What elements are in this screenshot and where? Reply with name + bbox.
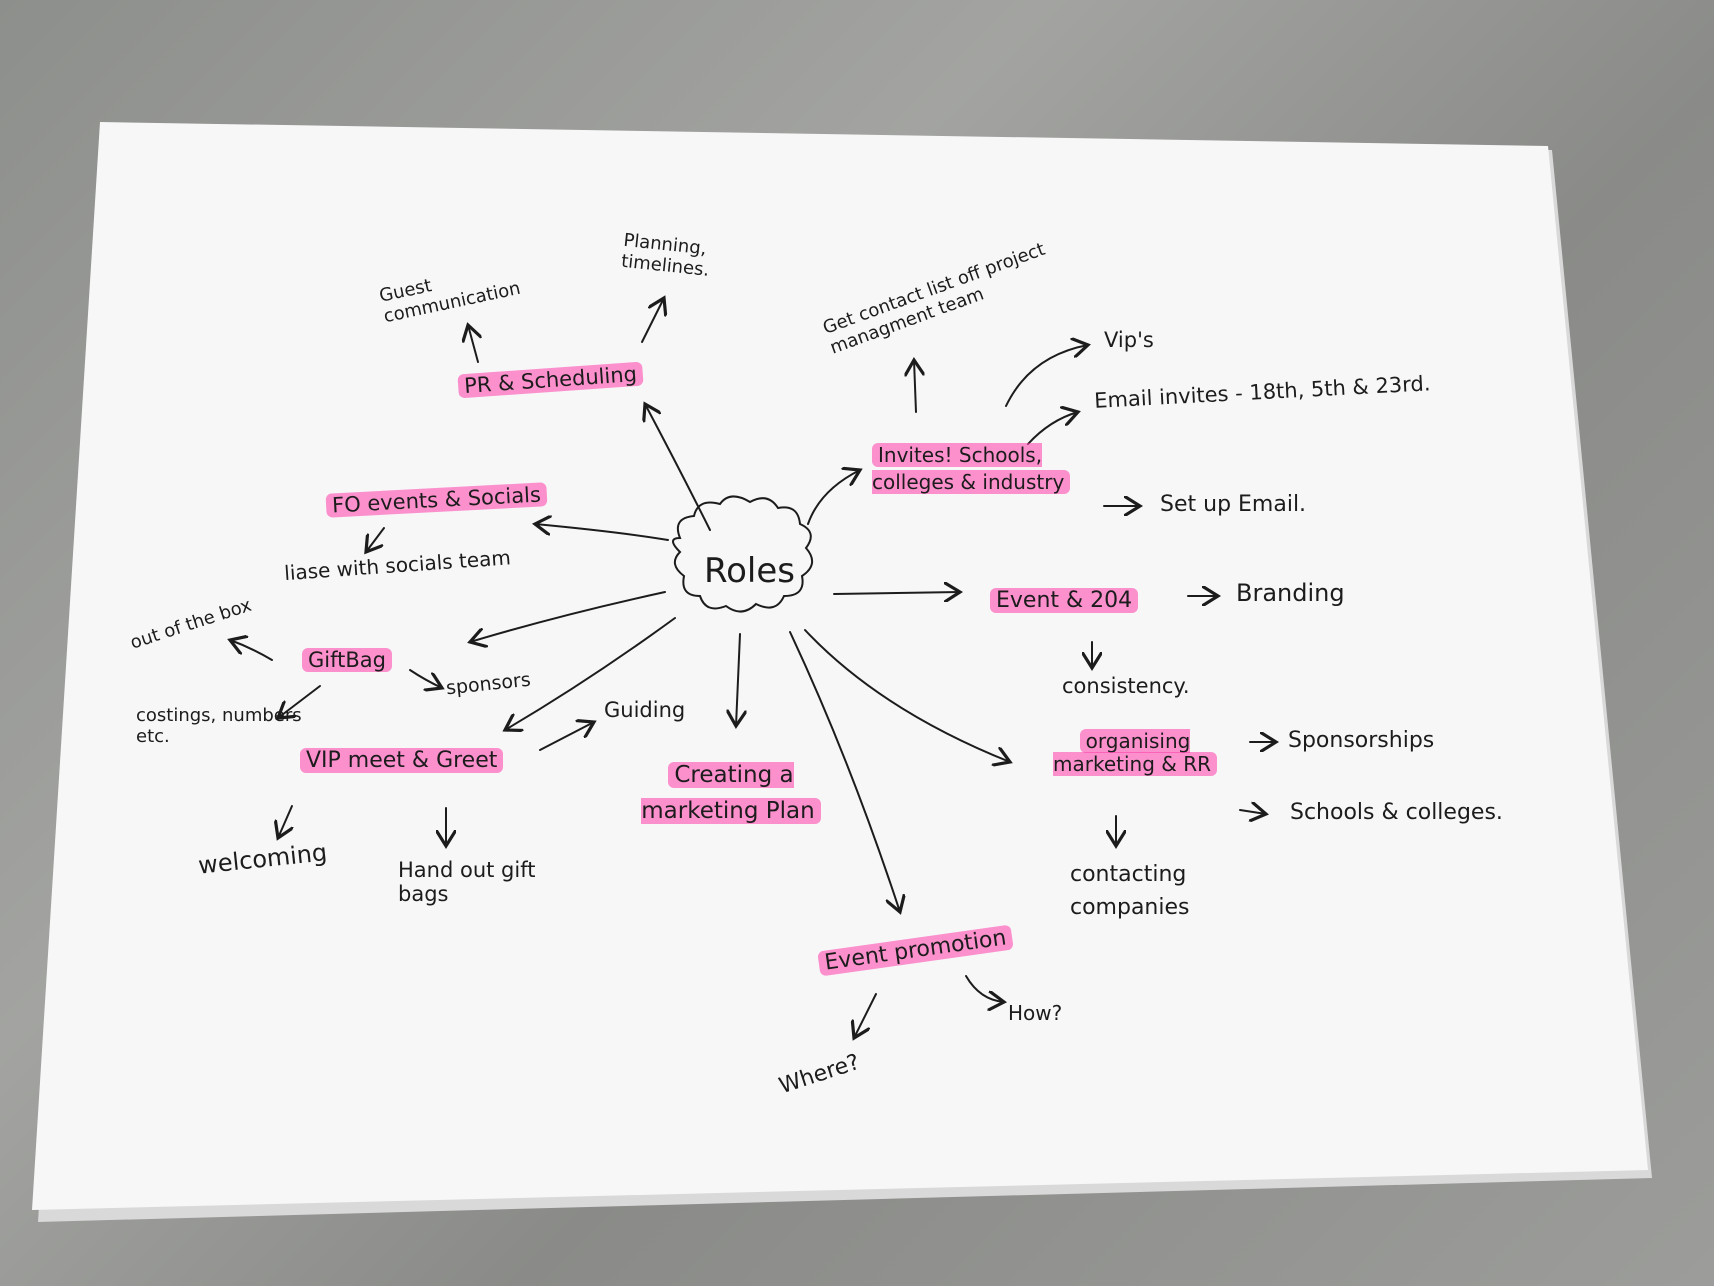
edge-invites-vips <box>1006 345 1088 406</box>
guiding-label: Guiding <box>604 698 685 722</box>
center-label: Roles <box>704 552 795 591</box>
edge-center-event204 <box>834 592 960 594</box>
edge-promotion-how <box>966 976 1004 1002</box>
edge-pr-guest <box>468 325 478 362</box>
costings-label: costings, numbers etc. <box>136 706 306 747</box>
invites-label: Invites! Schools, colleges & industry <box>872 442 1092 496</box>
edge-center-organising <box>805 630 1010 762</box>
vip-meet-greet-label: VIP meet & Greet <box>300 748 503 773</box>
organising-marketing-label: organising marketing & RR <box>1030 730 1240 776</box>
sponsorships-label: Sponsorships <box>1288 728 1434 753</box>
edge-organising-schools <box>1240 810 1266 814</box>
branding-label: Branding <box>1236 580 1345 608</box>
consistency-label: consistency. <box>1062 674 1190 698</box>
edge-center-invites <box>808 470 860 524</box>
set-up-email-label: Set up Email. <box>1160 492 1306 517</box>
schools-colleges-label: Schools & colleges. <box>1290 800 1503 825</box>
edge-vip-welcoming <box>278 806 292 838</box>
vips-label: Vip's <box>1104 328 1154 352</box>
edge-vip-guiding <box>540 722 594 750</box>
edge-center-marketing-plan <box>736 634 740 726</box>
edge-pr-planning <box>642 298 664 342</box>
edge-invites-contact <box>914 360 916 412</box>
contacting-companies-label: contacting companies <box>1070 858 1270 924</box>
edge-center-pr <box>645 404 710 530</box>
gift-bag-label: GiftBag <box>302 648 392 672</box>
edge-giftbag-box <box>230 640 272 660</box>
edge-promotion-where <box>854 994 876 1038</box>
creating-marketing-plan-label: Creating a marketing Plan <box>636 758 826 829</box>
hand-out-gift-bags-label: Hand out gift bags <box>398 858 538 906</box>
edge-center-giftbag <box>470 592 665 642</box>
event-204-label: Event & 204 <box>990 588 1138 613</box>
edge-invites-email <box>1028 412 1078 444</box>
how-label: How? <box>1008 1002 1062 1025</box>
edge-fo-liase <box>366 528 384 552</box>
edge-giftbag-sponsors <box>410 670 442 688</box>
edge-center-fo <box>535 524 668 540</box>
